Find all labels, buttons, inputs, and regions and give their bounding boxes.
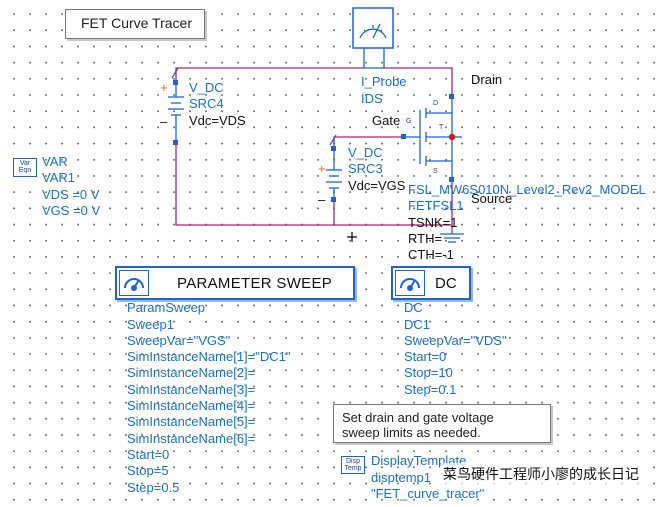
ground-symbol	[440, 233, 464, 243]
param-sweep-line: SimInstanceName[3]=	[127, 382, 256, 397]
probe-name: IDS	[361, 91, 383, 106]
dc-line: DC1	[404, 317, 431, 332]
thermal-port	[448, 133, 456, 141]
src3-minus-sign: –	[318, 192, 326, 207]
gate-label: Gate	[372, 113, 401, 128]
wire-src4-bottom	[175, 143, 452, 226]
wires	[175, 67, 453, 234]
dc-sim-header[interactable]: DC	[391, 266, 471, 300]
dc-line: SweepVar="VDS"	[404, 333, 507, 348]
src3-type: V_DC	[348, 145, 383, 160]
fet-param: CTH=-1	[408, 247, 454, 262]
schematic-title: FET Curve Tracer	[81, 15, 192, 31]
param-sweep-line: ParamSweep	[127, 300, 206, 315]
pin-d-label: D	[433, 100, 439, 107]
src4-type: V_DC	[189, 80, 224, 95]
pin-s-label: S	[433, 168, 438, 175]
src3-value: Vdc=VGS	[348, 178, 406, 193]
param-sweep-line: SimInstanceName[5]=	[127, 414, 256, 429]
dc-line: Step=0.1	[404, 382, 457, 397]
src4-minus-sign: –	[160, 114, 168, 129]
crosshair-cursor	[347, 232, 357, 242]
note-line: Set drain and gate voltage	[342, 410, 494, 425]
src3-plus-sign: +	[318, 161, 326, 176]
var-name: VAR1	[42, 170, 75, 185]
var-type: VAR	[42, 154, 68, 169]
src3-name: SRC3	[348, 161, 383, 176]
dc-line: Stop=10	[404, 365, 453, 380]
wire-drain-loop	[175, 67, 364, 83]
src4-name: SRC4	[189, 96, 224, 111]
dc-line: DC	[404, 300, 423, 315]
param-sweep-title: PARAMETER SWEEP	[177, 274, 333, 292]
var-line: VDS =0 V	[42, 187, 100, 202]
probe-symbol	[352, 7, 394, 69]
src4-value: Vdc=VDS	[189, 113, 246, 128]
dc-sim-icon	[395, 270, 425, 296]
watermark-text: 菜鸟硬件工程师小廖的成长日记	[441, 463, 641, 485]
annotation-note[interactable]: Set drain and gate voltage sweep limits …	[333, 404, 551, 443]
src4-symbol	[168, 67, 184, 143]
dc-line: Start=0	[404, 349, 447, 364]
param-sweep-line: Start=0	[127, 447, 170, 462]
fet-model: FSL_MW6S010N_Level2_Rev2_MODEL	[408, 182, 646, 197]
param-sweep-line: Sweep1	[127, 317, 174, 332]
fet-symbol	[404, 97, 462, 180]
fet-param: RTH=	[408, 231, 443, 246]
pin-g-label: G	[406, 118, 412, 125]
param-sweep-line: SimInstanceName[4]=	[127, 398, 256, 413]
probe-type: I_Probe	[361, 74, 407, 89]
param-sweep-line: SimInstanceName[6]=	[127, 431, 256, 446]
var-eqn-icon[interactable]: Var Eqn	[13, 158, 37, 177]
sweep-icon	[119, 270, 149, 296]
display-value: "FET_curve_tracer"	[371, 486, 485, 501]
param-sweep-line: SimInstanceName[2]=	[127, 365, 256, 380]
param-sweep-line: SimInstanceName[1]="DC1"	[127, 349, 291, 364]
fet-param: TSNK=1	[408, 215, 458, 230]
display-name: disptemp1	[371, 470, 431, 485]
wire-probe-to-drain	[384, 67, 453, 97]
src4-plus-sign: +	[160, 80, 168, 95]
param-sweep-line: SweepVar="VGS"	[127, 333, 231, 348]
var-line: VGS =0 V	[42, 203, 101, 218]
source-label: Source	[471, 191, 513, 206]
drain-label: Drain	[471, 72, 503, 87]
dc-sim-title: DC	[435, 274, 457, 292]
pin-dots	[173, 80, 454, 202]
schematic-title-box[interactable]: FET Curve Tracer	[65, 9, 205, 39]
param-sweep-line: Stop=5	[127, 463, 169, 478]
src3-symbol	[326, 134, 342, 200]
pin-t-label: T	[439, 124, 444, 131]
wire-gate	[333, 136, 404, 149]
param-sweep-header[interactable]: PARAMETER SWEEP	[115, 266, 355, 300]
note-line: sweep limits as needed.	[342, 425, 481, 440]
param-sweep-line: Step=0.5	[127, 480, 180, 495]
display-template-icon[interactable]: Disp Temp	[341, 456, 365, 474]
fet-name: FETFSL1	[408, 198, 464, 213]
